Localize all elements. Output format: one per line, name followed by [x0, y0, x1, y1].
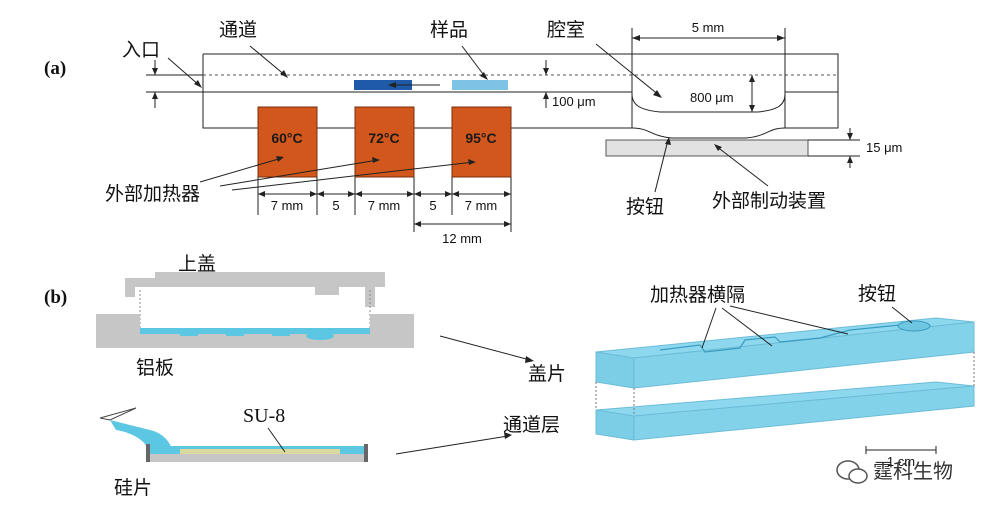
dim-arrow — [749, 105, 755, 112]
channel-depth-value: 100 μm — [552, 94, 596, 109]
sample-plug-light — [452, 80, 508, 90]
sample-plug-dark — [354, 80, 412, 90]
chamber-depth-value: 800 μm — [690, 90, 734, 105]
chamber-arrowhead — [653, 90, 662, 98]
aluminum-plate — [96, 314, 414, 348]
inlet-arrowhead — [194, 80, 202, 88]
aluminum-plate-label: 铝板 — [136, 357, 174, 379]
heater-2-temp: 72°C — [368, 130, 399, 146]
flow-arrowhead — [388, 82, 396, 88]
partition-leader-2 — [721, 307, 773, 347]
watermark-text: 霆科生物 — [873, 459, 953, 483]
sample-arrowhead — [480, 72, 488, 80]
cover-piece-3d — [595, 317, 975, 389]
partition-leader-3 — [729, 305, 849, 335]
dim-arrow — [152, 92, 158, 99]
silicon-wafer-label: 硅片 — [114, 477, 152, 499]
heater-3-temp: 95°C — [465, 130, 496, 146]
gap-1-width: 5 — [332, 198, 339, 213]
heater-dimension-chain — [257, 177, 512, 232]
dim-arrow — [543, 68, 549, 75]
panel-a-label: (a) — [44, 58, 66, 79]
channel-leader — [249, 45, 287, 77]
sample-label: 样品 — [430, 19, 468, 41]
pitch-width: 12 mm — [442, 231, 482, 246]
heater-leader-1 — [199, 157, 283, 183]
button-label-a: 按钮 — [626, 196, 664, 218]
heater-3-width: 7 mm — [465, 198, 498, 213]
layer-arrowhead — [504, 432, 512, 439]
button-leader — [654, 139, 669, 193]
silicon-wafer-assembly — [99, 407, 368, 462]
su8-leader — [267, 427, 286, 453]
top-cover-label: 上盖 — [178, 253, 216, 275]
actuator-arrowhead — [714, 144, 722, 151]
channel-layer-3d — [595, 381, 975, 441]
channel-layer-label: 通道层 — [503, 414, 560, 436]
dim-arrow — [543, 92, 549, 99]
layer-arrow — [395, 435, 509, 455]
top-cover-assembly — [125, 272, 385, 330]
channel-label: 通道 — [219, 19, 257, 41]
dim-arrow — [152, 68, 158, 75]
heater-2: 72°C — [354, 106, 415, 178]
heater-2-width: 7 mm — [368, 198, 401, 213]
heater-3: 95°C — [451, 106, 512, 178]
wechat-watermark-icon — [836, 460, 868, 484]
chamber-leader — [595, 43, 661, 97]
panel-b-label: (b) — [44, 287, 67, 308]
heater-1-width: 7 mm — [271, 198, 304, 213]
inlet-label: 入口 — [122, 39, 160, 61]
actuator-leader — [715, 145, 769, 187]
button-membrane — [631, 127, 786, 139]
inlet-leader — [167, 57, 201, 87]
cover-piece-label: 盖片 — [528, 363, 566, 385]
external-heaters-label: 外部加热器 — [105, 183, 200, 205]
external-actuator-block — [605, 139, 809, 157]
heater-leader-2 — [219, 159, 379, 187]
heater-arrowhead — [468, 159, 476, 165]
cover-arrowhead — [525, 356, 534, 363]
cover-arrow — [439, 335, 531, 361]
dim-arrow — [847, 156, 853, 163]
dim-arrow — [847, 133, 853, 140]
button-arrowhead — [665, 137, 671, 145]
dim-arrow — [777, 35, 785, 41]
dim-arrow — [749, 75, 755, 82]
heater-arrowhead — [276, 156, 284, 162]
heater-1-temp: 60°C — [271, 130, 302, 146]
heater-1: 60°C — [257, 106, 318, 178]
su8-label: SU-8 — [243, 405, 285, 427]
heater-arrowhead — [372, 157, 380, 163]
external-actuator-label: 外部制动装置 — [712, 190, 826, 212]
gap-2-width: 5 — [429, 198, 436, 213]
sample-leader — [461, 45, 487, 79]
heater-partitions-label: 加热器横隔 — [650, 284, 745, 306]
scale-label: 1 cm — [887, 454, 915, 469]
dim-arrow — [632, 35, 640, 41]
button-b-leader — [891, 306, 913, 324]
chamber-label: 腔室 — [547, 19, 585, 41]
actuator-gap-value: 15 μm — [866, 140, 902, 155]
channel-arrowhead — [280, 70, 288, 78]
button-label-b: 按钮 — [858, 283, 896, 305]
heater-leader-3 — [231, 161, 475, 191]
partition-leader-1 — [701, 307, 717, 349]
chip-body — [202, 53, 839, 129]
chamber-width-value: 5 mm — [692, 20, 725, 35]
